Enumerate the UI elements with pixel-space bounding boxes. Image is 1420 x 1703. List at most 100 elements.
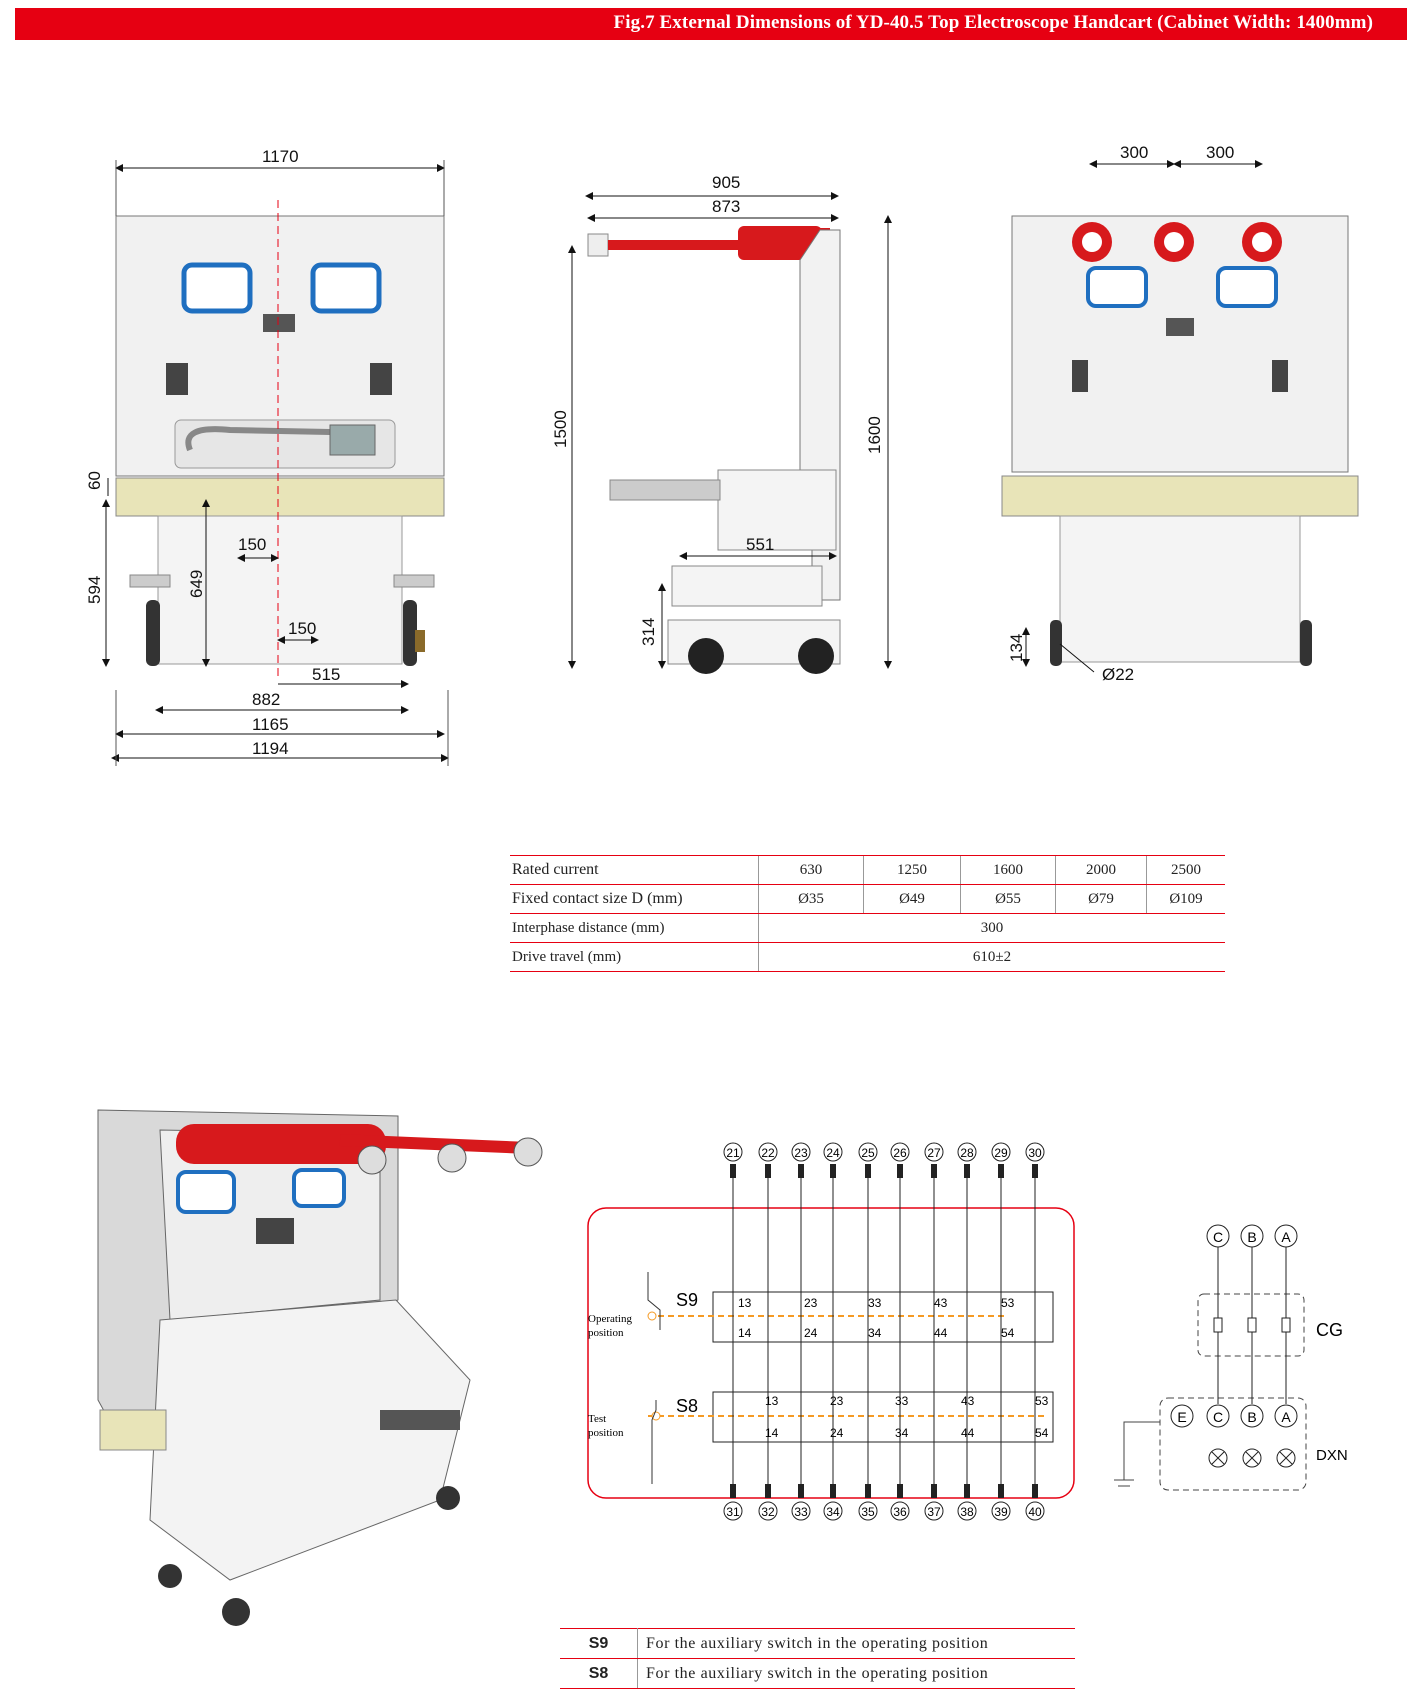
terminal-pin [897, 1484, 903, 1498]
terminal-circle [991, 1501, 1011, 1521]
dim-594: 594 [85, 576, 104, 604]
row-label: Fixed contact size D (mm) [510, 884, 759, 914]
table-cell: Ø79 [1055, 884, 1147, 914]
terminal-pin [897, 1164, 903, 1178]
terminal-pin [998, 1484, 1004, 1498]
terminal-circle [991, 1142, 1011, 1162]
dim-134: 134 [1007, 634, 1026, 662]
legend-text: For the auxiliary switch in the operatin… [637, 1628, 1075, 1659]
table-cell: 1250 [863, 855, 961, 885]
dxn-label: DXN [1316, 1447, 1348, 1464]
terminal-label-bottom: 40 [1028, 1505, 1042, 1519]
title-banner: Fig.7 External Dimensions of YD-40.5 Top… [15, 8, 1407, 40]
terminal-circle [957, 1142, 977, 1162]
dxn-node [1274, 1404, 1298, 1428]
terminal-label-bottom: 35 [861, 1505, 875, 1519]
lamp-cross [1245, 1451, 1259, 1465]
terminal-label-top: 26 [893, 1146, 907, 1160]
s8-contact-bottom: 44 [961, 1426, 975, 1440]
terminal-label-bottom: 38 [960, 1505, 974, 1519]
terminal-circle [723, 1501, 743, 1521]
terminal-pin [798, 1484, 804, 1498]
terminal-circle [823, 1142, 843, 1162]
terminal-circle [1025, 1501, 1045, 1521]
dxn-node [1170, 1404, 1194, 1428]
s8-contact-top: 43 [961, 1394, 975, 1408]
terminal-label-top: 21 [726, 1146, 740, 1160]
terminal-label-top: 30 [1028, 1146, 1042, 1160]
terminal-label-top: 28 [960, 1146, 974, 1160]
dim-1170: 1170 [262, 147, 299, 166]
phase-label: A [1281, 1229, 1291, 1245]
terminal-label-top: 29 [994, 1146, 1008, 1160]
row-label: Rated current [510, 855, 759, 885]
terminal-pin [865, 1164, 871, 1178]
terminal-circle [823, 1501, 843, 1521]
lamp-cross [1279, 1451, 1293, 1465]
s9-contact-bottom: 24 [804, 1326, 818, 1340]
table-cell: Ø35 [758, 884, 864, 914]
terminal-circle [791, 1142, 811, 1162]
legend-row: S9 For the auxiliary switch in the opera… [560, 1628, 1075, 1659]
dim-300a: 300 [1120, 143, 1148, 162]
front-view-drawing: 1170 60 594 649 150 150 515 882 1165 119… [85, 147, 449, 766]
s8-contact-bottom: 34 [895, 1426, 909, 1440]
s8-contact-top: 53 [1035, 1394, 1049, 1408]
dim-60: 60 [85, 471, 104, 490]
dim-873: 873 [712, 197, 740, 216]
terminal-label-bottom: 36 [893, 1505, 907, 1519]
terminal-pin [931, 1484, 937, 1498]
table-row: Drive travel (mm) 610±2 [510, 942, 1225, 972]
spec-table: Rated current 630 1250 1600 2000 2500 Fi… [510, 855, 1225, 972]
s9-contact-top: 23 [804, 1296, 818, 1310]
dxn-node [1206, 1404, 1230, 1428]
s9-contact-top: 13 [738, 1296, 752, 1310]
dim-1600: 1600 [865, 416, 884, 454]
terminal-pin [798, 1164, 804, 1178]
dim-551: 551 [746, 535, 774, 554]
terminal-pin [964, 1164, 970, 1178]
s8-contact-bottom: 14 [765, 1426, 779, 1440]
dim-150a: 150 [238, 535, 266, 554]
dxn-node-label: A [1281, 1409, 1291, 1425]
terminal-pin [730, 1164, 736, 1178]
rear-view-drawing: 300 300 134 Ø22 [1001, 143, 1359, 684]
terminal-pin [765, 1484, 771, 1498]
terminal-label-bottom: 33 [794, 1505, 808, 1519]
s9-contact-bottom: 14 [738, 1326, 752, 1340]
side-view-drawing: 905 873 1500 1600 551 314 [551, 173, 892, 674]
terminal-pin [830, 1164, 836, 1178]
s8-contact-bottom: 24 [830, 1426, 844, 1440]
s9-label: S9 [676, 1290, 698, 1310]
terminal-label-top: 23 [794, 1146, 808, 1160]
lamp-cross [1211, 1451, 1225, 1465]
dim-dia22: Ø22 [1102, 665, 1134, 684]
terminal-circle [858, 1142, 878, 1162]
s9-contact-bottom: 44 [934, 1326, 948, 1340]
legend-key: S9 [560, 1628, 638, 1659]
dim-300b: 300 [1206, 143, 1234, 162]
s8-contact-top: 33 [895, 1394, 909, 1408]
terminal-label-bottom: 31 [726, 1505, 740, 1519]
dim-1165: 1165 [252, 715, 289, 734]
table-cell: 2500 [1146, 855, 1225, 885]
table-cell: Ø49 [863, 884, 961, 914]
terminal-pin [830, 1484, 836, 1498]
cg-label: CG [1316, 1320, 1343, 1340]
test-label-2: position [588, 1427, 624, 1439]
terminal-label-bottom: 39 [994, 1505, 1008, 1519]
s9-contact-top: 53 [1001, 1296, 1015, 1310]
s9-contact-top: 33 [868, 1296, 882, 1310]
legend-row: S8 For the auxiliary switch in the opera… [560, 1658, 1075, 1689]
terminal-pin [998, 1164, 1004, 1178]
dxn-node-label: E [1177, 1409, 1186, 1425]
terminal-pin [964, 1484, 970, 1498]
terminal-pin [865, 1484, 871, 1498]
s8-contact-bottom: 54 [1035, 1426, 1049, 1440]
dim-649: 649 [187, 570, 206, 598]
dxn-node-label: B [1247, 1409, 1256, 1425]
s9-contact-top: 43 [934, 1296, 948, 1310]
table-cell: 2000 [1055, 855, 1147, 885]
